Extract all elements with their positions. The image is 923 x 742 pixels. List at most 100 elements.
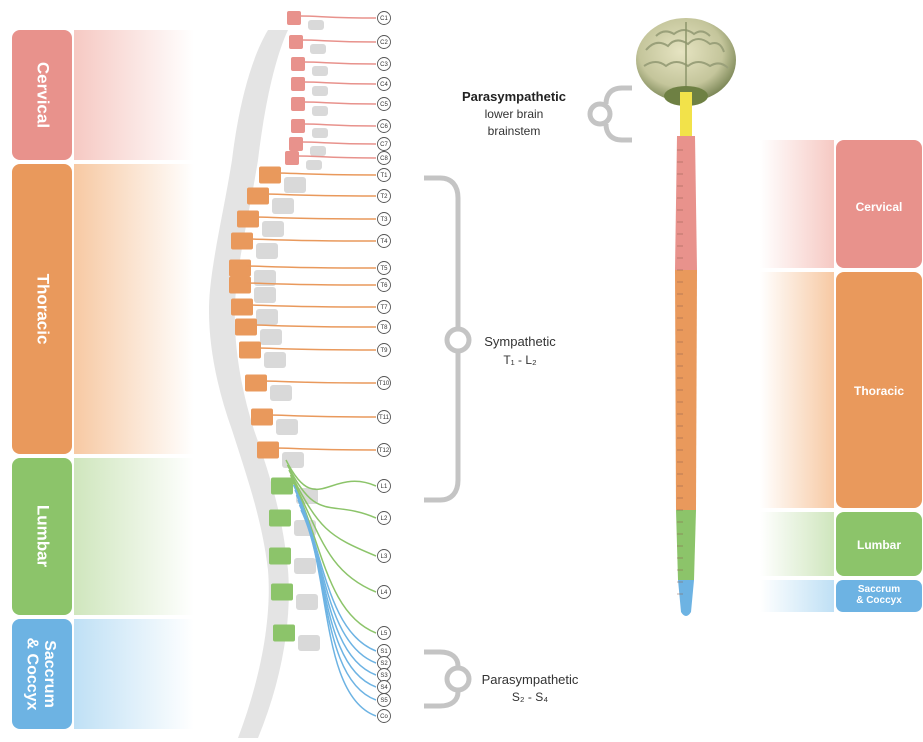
nerve-label: T4	[380, 239, 388, 245]
spinal-segment-c1	[287, 11, 301, 25]
spinal-segment-t11	[251, 409, 273, 426]
nerve-label: S3	[380, 673, 388, 679]
spinal-segment-t9	[239, 342, 261, 359]
spinal-segment-c6	[291, 119, 305, 133]
nerve-t5	[246, 266, 376, 268]
vertebral-body	[310, 146, 326, 156]
spinal-cord-sacral	[678, 580, 694, 616]
parasympathetic-bottom-range: S₂ - S₄	[512, 690, 548, 704]
right-region-sacrum: Saccrum& Coccyx	[760, 580, 922, 612]
nerve-t4	[248, 239, 376, 241]
spinal-segment-t4	[231, 233, 253, 250]
nerve-label: T12	[379, 448, 390, 454]
nerve-label: T11	[379, 415, 390, 421]
nerve-c5	[304, 102, 376, 104]
vertebral-body	[294, 558, 316, 574]
nerve-label: C2	[380, 40, 388, 46]
spinal-segment-t1	[259, 167, 281, 184]
vertebral-body	[256, 309, 278, 325]
vertebral-body	[312, 106, 328, 116]
nerve-label: T5	[380, 266, 388, 272]
spinal-cord-lumbar	[676, 510, 696, 580]
left-region-label: Thoracic	[34, 274, 53, 345]
parasympathetic-top-title: Parasympathetic	[462, 89, 566, 104]
right-region-lumbar: Lumbar	[760, 512, 922, 576]
nerve-label: L3	[381, 554, 388, 560]
nerve-label: T6	[380, 283, 388, 289]
nerve-c2	[302, 40, 376, 42]
nerve-label: C5	[380, 102, 388, 108]
left-region-label: Lumbar	[34, 505, 53, 568]
vertebral-body	[282, 452, 304, 468]
nerve-c3	[304, 62, 376, 64]
left-region-cervical: Cervical	[12, 30, 194, 160]
spinal-segment-l5	[273, 625, 295, 642]
nerve-label: C4	[380, 82, 388, 88]
nerve-label: T3	[380, 217, 388, 223]
nerve-label: C6	[380, 124, 388, 130]
nerve-t10	[262, 381, 376, 383]
left-region-thoracic: Thoracic	[12, 164, 194, 454]
left-region-sacrum: Saccrum& Coccyx	[12, 619, 194, 729]
spinal-segment-t12	[257, 442, 279, 459]
spinal-segment-t6	[229, 277, 251, 294]
vertebral-body	[262, 221, 284, 237]
brain-and-spinal-cord	[636, 18, 736, 616]
vertebral-body	[256, 243, 278, 259]
nerve-label: L1	[381, 484, 388, 490]
vertebral-body	[272, 198, 294, 214]
vertebral-body	[264, 352, 286, 368]
vertebral-body	[312, 86, 328, 96]
spinal-segment-c3	[291, 57, 305, 71]
nerve-label: S1	[380, 649, 388, 655]
nerve-label: S4	[380, 685, 388, 691]
nerve-t12	[274, 448, 376, 450]
spinal-segment-c7	[289, 137, 303, 151]
nerve-label: T9	[380, 348, 388, 354]
vertebral-body	[260, 329, 282, 345]
nerve-label: T8	[380, 325, 388, 331]
vertebral-body	[270, 385, 292, 401]
nerve-label: S5	[380, 698, 388, 704]
vertebral-body	[296, 594, 318, 610]
nerve-t2	[264, 194, 376, 196]
vertebral-body	[276, 419, 298, 435]
spinal-segment-t7	[231, 299, 253, 316]
parasympathetic-bottom-bracket	[424, 652, 469, 706]
spinal-segment-l1	[271, 478, 293, 495]
spinal-segment-c8	[285, 151, 299, 165]
nerve-t9	[256, 348, 376, 350]
nerve-c8	[298, 156, 376, 158]
parasympathetic-top-bracket	[590, 88, 632, 140]
nerve-label: C7	[380, 142, 388, 148]
right-region-label: Saccrum& Coccyx	[856, 584, 902, 606]
spinal-segment-l4	[271, 584, 293, 601]
nerve-label: C1	[380, 16, 388, 22]
spinal-segment-l2	[269, 510, 291, 527]
sympathetic-title: Sympathetic	[484, 334, 556, 349]
nerve-label: C8	[380, 156, 388, 162]
spinal-segment-l3	[269, 548, 291, 565]
left-region-label: Cervical	[34, 62, 53, 128]
nerve-t8	[252, 325, 376, 327]
vertebral-body	[284, 177, 306, 193]
spinal-segment-c4	[291, 77, 305, 91]
nerve-c7	[302, 142, 376, 144]
spinal-segment-t2	[247, 188, 269, 205]
vertebral-body	[298, 635, 320, 651]
brackets	[424, 88, 632, 706]
nerve-label: Co	[380, 714, 388, 720]
nerve-c6	[304, 124, 376, 126]
right-region-thoracic: Thoracic	[760, 272, 922, 508]
parasympathetic-top-line1: lower brain	[485, 107, 544, 121]
nerve-label: S2	[380, 661, 388, 667]
parasympathetic-top-line2: brainstem	[488, 124, 541, 138]
spinal-segment-t8	[235, 319, 257, 336]
nerve-c1	[300, 16, 376, 18]
nerve-label: C3	[380, 62, 388, 68]
vertebral-body	[312, 66, 328, 76]
left-region-label: Saccrum& Coccyx	[24, 638, 59, 711]
right-region-panels: Cervical Thoracic Lumbar Saccrum& Coccyx	[760, 140, 922, 612]
nerve-label: L2	[381, 516, 388, 522]
